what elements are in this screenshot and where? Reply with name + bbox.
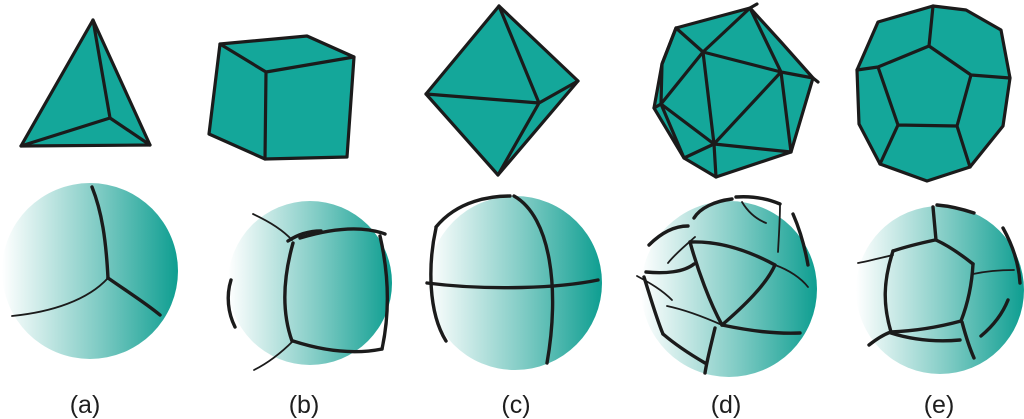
caption-e: (e): [924, 391, 955, 419]
sphere-c: [425, 194, 602, 370]
caption-c: (c): [501, 391, 530, 419]
sphere-e: [856, 203, 1024, 374]
caption-d: (d): [711, 391, 742, 419]
icosahedron: [652, 2, 820, 179]
caption-a: (a): [70, 391, 101, 419]
cube: [207, 34, 356, 161]
sphere-b: [226, 201, 392, 371]
caption-b: (b): [289, 391, 320, 419]
octahedron: [424, 4, 580, 177]
tetrahedron: [19, 18, 152, 148]
sphere-d: [636, 195, 817, 377]
dodecahedron: [855, 4, 1012, 183]
sphere-a: [2, 183, 178, 359]
